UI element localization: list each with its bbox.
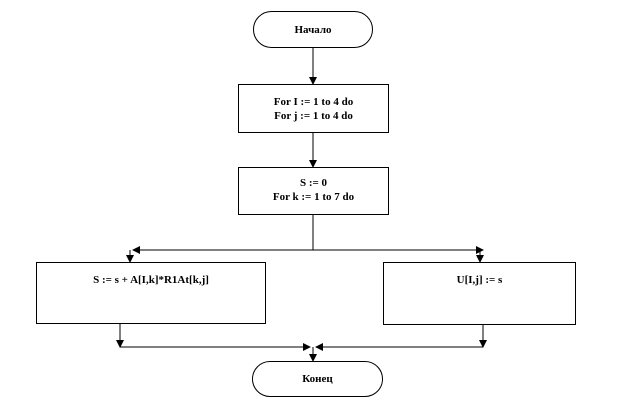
start-label: Начало bbox=[294, 23, 332, 36]
loop-k-line: For k := 1 to 7 do bbox=[272, 191, 355, 203]
init-s-line: S := 0 bbox=[299, 177, 328, 189]
loop-j-line: For j := 1 to 4 do bbox=[274, 110, 353, 122]
init-s-process: S := 0 For k := 1 to 7 do bbox=[238, 167, 389, 215]
loop-ij-process: For I := 1 to 4 do For j := 1 to 4 do bbox=[238, 84, 389, 133]
assign-u-process: U[I,j] := s bbox=[383, 262, 576, 325]
assign-u-line: U[I,j] := s bbox=[456, 274, 503, 286]
accumulate-process: S := s + A[I,k]*R1At[k,j] bbox=[36, 262, 266, 324]
start-terminal: Начало bbox=[253, 11, 373, 48]
loop-i-line: For I := 1 to 4 do bbox=[273, 96, 354, 108]
accumulate-line: S := s + A[I,k]*R1At[k,j] bbox=[93, 274, 209, 286]
end-label: Конец bbox=[302, 373, 333, 385]
end-terminal: Конец bbox=[252, 361, 383, 397]
